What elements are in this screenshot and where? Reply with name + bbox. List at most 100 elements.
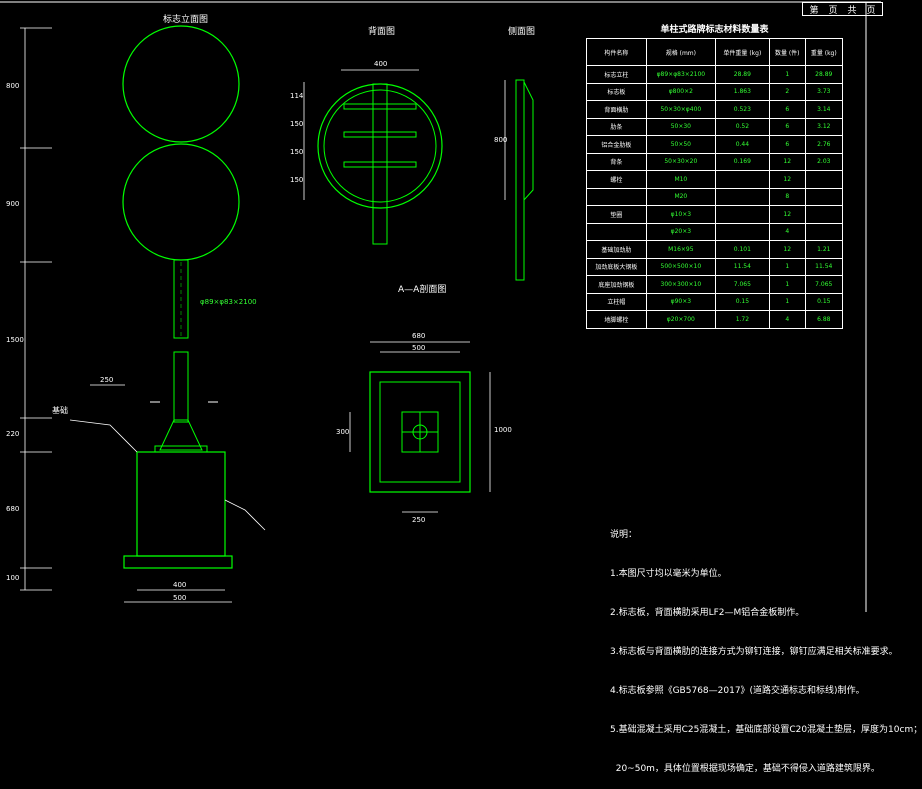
dim-left-6: 100 xyxy=(6,574,20,582)
ground-line xyxy=(69,419,138,453)
dim-left-1: 800 xyxy=(6,82,20,90)
table-cell xyxy=(714,170,770,189)
table-cell: 28.89 xyxy=(714,65,770,84)
table-cell: M16×95 xyxy=(645,240,716,259)
note-line: 2.标志板，背面横肋采用LF2—M铝合金板制作。 xyxy=(610,608,805,618)
dim-section-inner: 500 xyxy=(412,344,426,352)
back-plate xyxy=(317,83,443,209)
table-cell: 50×30 xyxy=(645,117,716,136)
table-cell: 1.72 xyxy=(714,310,770,329)
table-cell: 3.14 xyxy=(804,100,844,119)
dim-back-left-1: 114 xyxy=(290,92,304,100)
dim-section-height: 1000 xyxy=(494,426,512,434)
dim-base-total: 500 xyxy=(173,594,187,602)
table-cell: 基础加劲肋 xyxy=(586,240,647,259)
table-cell: 0.523 xyxy=(714,100,770,119)
dim-back-top: 400 xyxy=(374,60,388,68)
cad-drawing xyxy=(0,1,881,612)
table-cell: 12 xyxy=(768,152,806,171)
pole-lower xyxy=(173,351,189,423)
notes-block: 说明： 1.本图尺寸均以毫米为单位。 2.标志板，背面横肋采用LF2—M铝合金板… xyxy=(610,503,922,789)
dim-left-2: 900 xyxy=(6,200,20,208)
table-cell: 背条 xyxy=(586,152,647,171)
dim-left-5: 680 xyxy=(6,505,20,513)
table-cell: 铝合金肋板 xyxy=(586,135,647,154)
table-cell: 0.15 xyxy=(804,292,844,311)
back-view-title: 背面图 xyxy=(368,27,396,37)
table-cell: 6 xyxy=(768,100,806,119)
stiffener-plate xyxy=(159,419,203,451)
table-cell: 4 xyxy=(768,310,806,329)
foundation-base xyxy=(123,555,233,569)
front-view-title: 标志立面图 xyxy=(163,15,209,25)
table-cell xyxy=(804,205,844,224)
table-cell: 1 xyxy=(768,275,806,294)
side-plate xyxy=(515,79,525,281)
total-label: 共 xyxy=(847,5,857,16)
pole-upper xyxy=(173,259,189,339)
section-title: A—A剖面图 xyxy=(398,285,447,295)
table-cell: 2 xyxy=(768,82,806,101)
sign-plate-upper xyxy=(122,25,240,143)
section-inner xyxy=(379,381,461,483)
table-cell: 螺栓 xyxy=(586,170,647,189)
table-cell: 11.54 xyxy=(714,257,770,276)
table-cell: 50×30×φ400 xyxy=(645,100,716,119)
table-cell: 300×300×10 xyxy=(645,275,716,294)
table-header-cell: 重量 (kg) xyxy=(804,38,844,66)
table-cell: 50×30×20 xyxy=(645,152,716,171)
dim-left-4: 220 xyxy=(6,430,20,438)
table-cell: M20 xyxy=(645,187,716,206)
notes-heading: 说明： xyxy=(610,530,638,540)
dim-side-height: 800 xyxy=(494,136,508,144)
dim-anchor: 250 xyxy=(100,376,114,384)
dim-back-left-3: 150 xyxy=(290,148,304,156)
note-line: 4.标志板参照《GB5768—2017》(道路交通标志和标线)制作。 xyxy=(610,686,865,696)
foundation-block xyxy=(136,451,226,557)
table-cell: φ90×3 xyxy=(645,292,716,311)
table-cell: 标志板 xyxy=(586,82,647,101)
sheet-header: 第 页 共 页 xyxy=(802,2,883,16)
table-cell: 3.12 xyxy=(804,117,844,136)
table-cell: 0.44 xyxy=(714,135,770,154)
table-cell: 1 xyxy=(768,292,806,311)
table-cell xyxy=(586,222,647,241)
table-cell: 2.76 xyxy=(804,135,844,154)
table-cell: 3.73 xyxy=(804,82,844,101)
table-cell: 立柱帽 xyxy=(586,292,647,311)
table-cell: 50×50 xyxy=(645,135,716,154)
table-header-row: 构件名称规格 (mm)单件重量 (kg)数量 (件)重量 (kg) xyxy=(586,38,844,66)
table-cell xyxy=(804,222,844,241)
table-cell: 0.15 xyxy=(714,292,770,311)
table-header-cell: 构件名称 xyxy=(586,38,647,66)
table-cell: 1.863 xyxy=(714,82,770,101)
table-cell: 0.52 xyxy=(714,117,770,136)
table-cell: 7.065 xyxy=(804,275,844,294)
note-line: 3.标志板与背面横肋的连接方式为铆钉连接，铆钉应满足相关标准要求。 xyxy=(610,647,898,657)
note-line: 5.基础混凝土采用C25混凝土，基础底部设置C20混凝土垫层，厚度为10cm； xyxy=(610,725,922,735)
page-label: 页 xyxy=(828,5,838,16)
dim-back-left-2: 150 xyxy=(290,120,304,128)
table-cell xyxy=(804,170,844,189)
base-label: 基础 xyxy=(52,406,68,415)
table-cell xyxy=(714,205,770,224)
side-view-title: 侧面图 xyxy=(508,27,536,37)
back-pole xyxy=(372,83,388,245)
table-cell xyxy=(586,187,647,206)
table-cell: 28.89 xyxy=(804,65,844,84)
table-cell: 12 xyxy=(768,170,806,189)
table-header-cell: 规格 (mm) xyxy=(645,38,716,66)
table-cell: 11.54 xyxy=(804,257,844,276)
